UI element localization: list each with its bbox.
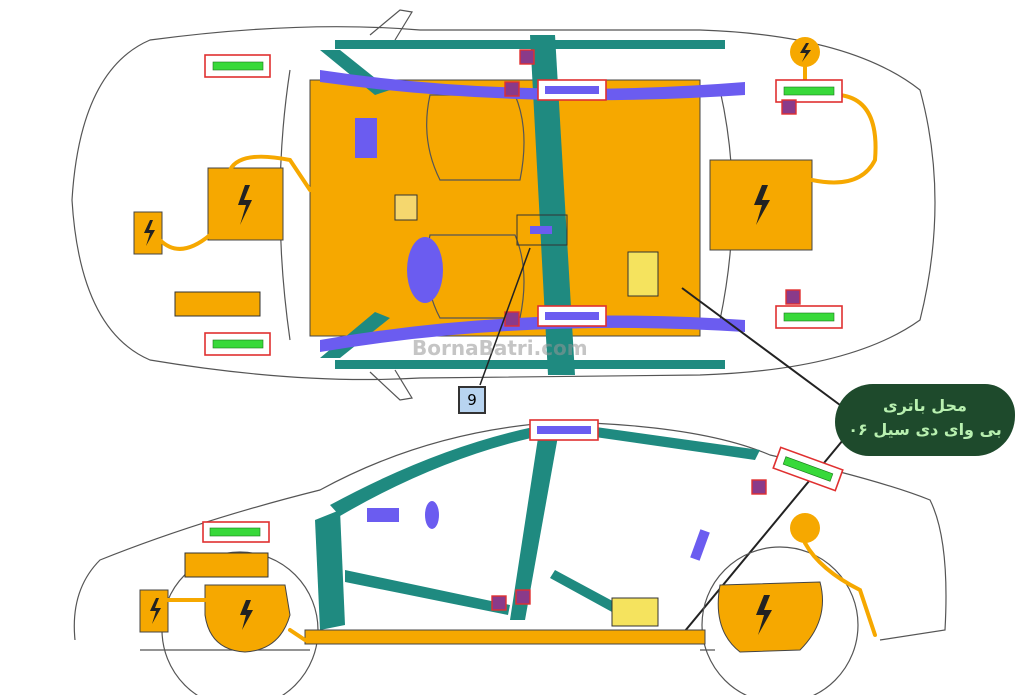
roof-bar-front xyxy=(335,40,725,49)
side-view xyxy=(73,419,947,695)
center-module xyxy=(530,226,552,234)
side-sill xyxy=(304,629,706,645)
callout-line-1: محل باتری xyxy=(883,396,967,415)
mirror-top xyxy=(369,9,413,401)
rear-actuator-side xyxy=(790,513,820,543)
fuse-icon xyxy=(394,194,418,221)
battery-top-icon xyxy=(627,251,659,297)
battery-location-callout: محل باتری بی وای دی سیل ۰۶ xyxy=(835,384,1015,456)
battery-side-icon xyxy=(611,597,659,627)
airbag-module xyxy=(355,118,377,158)
bolt-icon xyxy=(800,43,811,62)
side-beams xyxy=(345,570,620,615)
wire xyxy=(166,541,877,642)
steering-wheel xyxy=(407,237,443,303)
sensor-group xyxy=(204,49,843,356)
horn-icon xyxy=(174,291,261,317)
top-car-outline xyxy=(71,26,936,381)
leader-line-top xyxy=(681,287,841,406)
horn-side-icon xyxy=(184,552,269,578)
bolt-icon xyxy=(238,185,252,225)
roof-bar-rear xyxy=(335,360,725,369)
callout-line-2: بی وای دی سیل ۰۶ xyxy=(848,420,1002,439)
bolt-icon xyxy=(240,600,253,630)
top-view xyxy=(71,9,936,401)
b-pillar-side xyxy=(510,425,560,620)
bolt-icon xyxy=(144,220,155,246)
side-steering xyxy=(425,501,439,529)
bolt-icon xyxy=(754,185,770,225)
sill-bottom xyxy=(320,315,745,352)
a-pillar-side xyxy=(315,510,345,630)
watermark: BornaBatri.com xyxy=(412,336,588,360)
wire xyxy=(158,154,312,251)
marker-number: 9 xyxy=(458,386,486,414)
b-pillar-top xyxy=(530,35,575,375)
side-airbag xyxy=(367,508,399,522)
bolt-icon xyxy=(150,598,161,624)
rear-ecu-side xyxy=(717,581,823,653)
roof-rail-side xyxy=(330,422,760,516)
rear-wheel xyxy=(701,546,859,695)
leader-line-9 xyxy=(479,247,531,386)
sill-top xyxy=(320,70,745,101)
marker-9-box xyxy=(516,214,568,246)
side-sensor-group xyxy=(202,419,844,611)
bolt-icon xyxy=(756,595,772,635)
seat-airbag xyxy=(690,529,710,561)
